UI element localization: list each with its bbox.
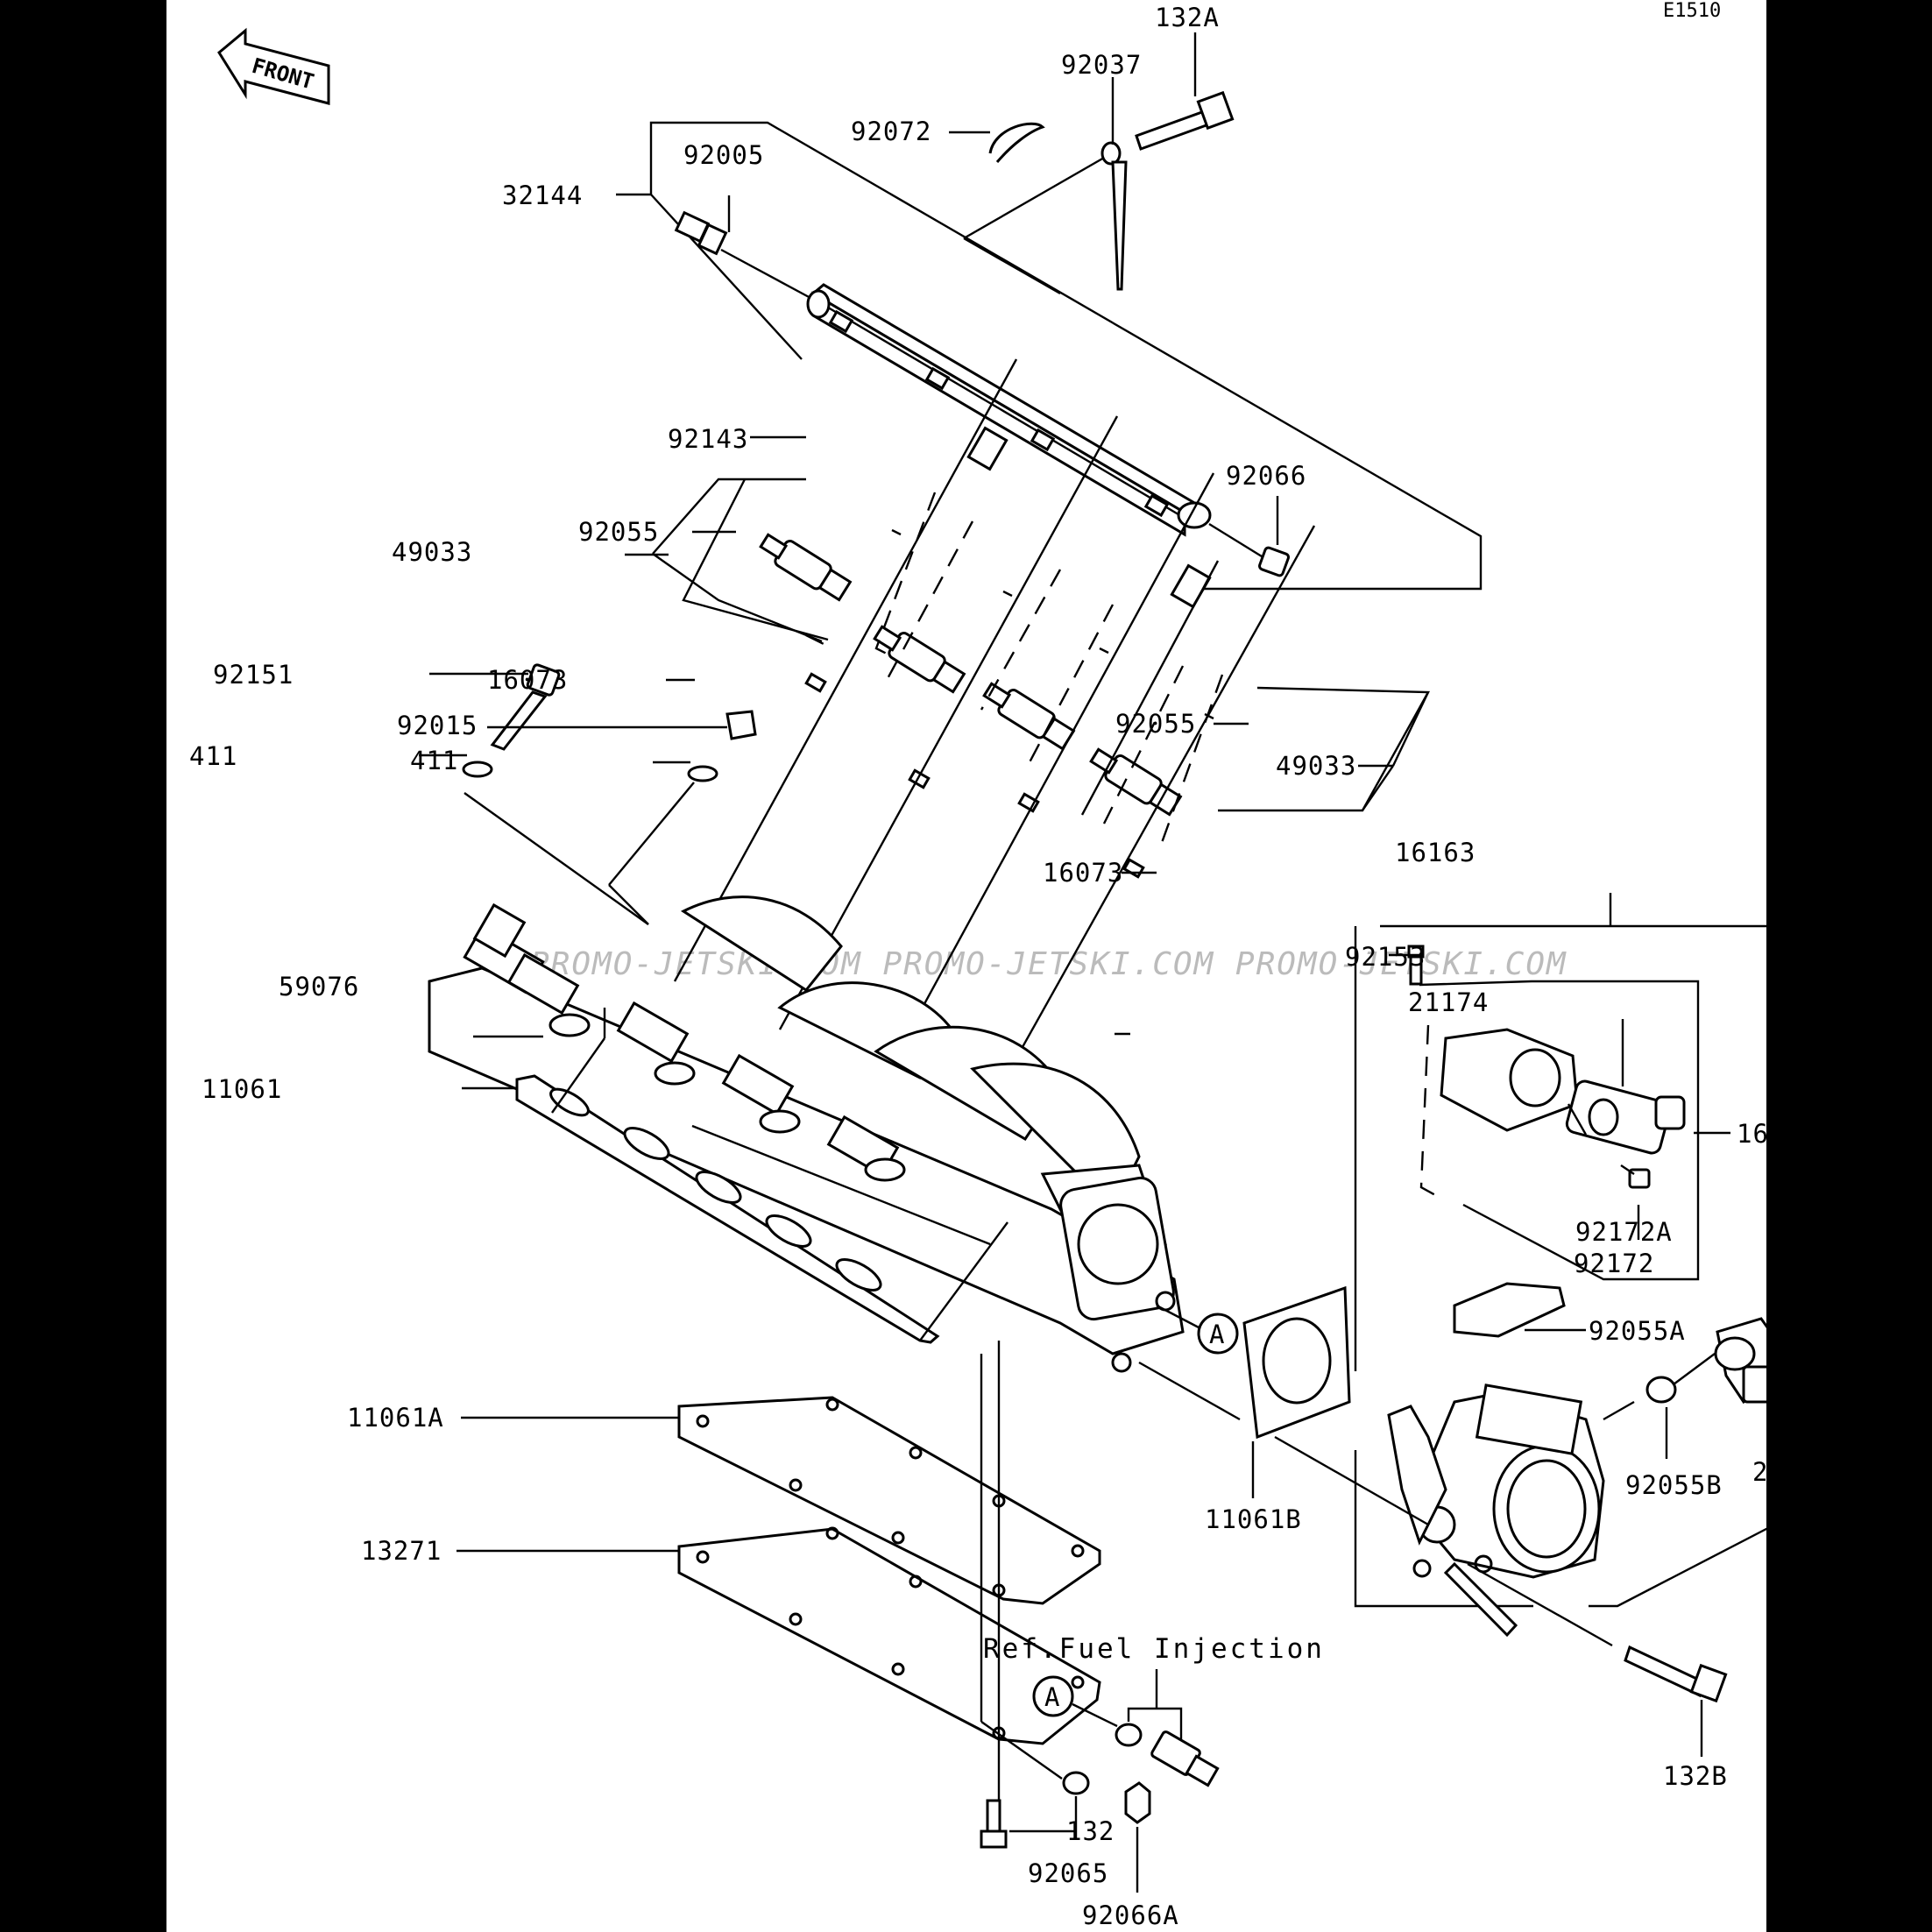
washer-92065 bbox=[1062, 1771, 1090, 1795]
part-label: 132B bbox=[1663, 1761, 1728, 1791]
part-label: 92055A bbox=[1589, 1316, 1686, 1346]
idle-control-valve-16172 bbox=[1440, 1028, 1686, 1155]
part-label: 21176 bbox=[1752, 1457, 1766, 1487]
cable-tie-92037 bbox=[1100, 141, 1128, 291]
sub-bracket-21174 bbox=[1419, 980, 1700, 1281]
plug-92066A bbox=[1124, 1781, 1151, 1824]
part-label: 13271 bbox=[361, 1536, 442, 1566]
part-label: 92055B bbox=[1625, 1470, 1723, 1500]
injector-bracket-right bbox=[1218, 686, 1431, 812]
part-label: 411 bbox=[189, 741, 237, 771]
part-label: 92065 bbox=[1028, 1858, 1108, 1888]
ref-marker-a-upper: A bbox=[1197, 1313, 1239, 1355]
manifold-gasket-11061 bbox=[515, 1074, 940, 1344]
clip-92072 bbox=[988, 122, 1045, 163]
part-label: 411 bbox=[410, 746, 458, 775]
part-label: 92151 bbox=[213, 660, 294, 690]
plate-cover-13271 bbox=[677, 1526, 1101, 1745]
injector-bracket-left bbox=[682, 478, 829, 641]
gasket-92055A bbox=[1453, 1282, 1566, 1338]
diagram-code: E1510 bbox=[1663, 0, 1721, 22]
part-label: 59076 bbox=[279, 972, 359, 1001]
part-label: 92143 bbox=[668, 424, 748, 454]
intake-manifold-59076 bbox=[428, 895, 1185, 1373]
part-label: 49033 bbox=[1276, 751, 1356, 781]
svg-text:A: A bbox=[1044, 1682, 1060, 1712]
part-label: 21174 bbox=[1408, 987, 1489, 1017]
svg-text:A: A bbox=[1209, 1320, 1225, 1349]
rail-cap-92066 bbox=[1258, 546, 1290, 577]
washer-411-left bbox=[462, 761, 493, 778]
part-label: 92005 bbox=[683, 140, 764, 170]
fuel-rail-assembly-bracket bbox=[616, 121, 1483, 591]
nut-92015 bbox=[725, 710, 757, 740]
parts-diagram-page: E1510 FRONT PROMO-JETSKI.COM PROMO-JETSK… bbox=[166, 0, 1766, 1932]
part-label: 92072 bbox=[851, 117, 931, 146]
watermark: PROMO-JETSKI.COM PROMO-JETSKI.COM PROMO-… bbox=[530, 946, 1568, 982]
temp-sensor-ref bbox=[1150, 1730, 1220, 1787]
part-label: 11061A bbox=[347, 1403, 444, 1433]
washer-411-right bbox=[687, 765, 718, 782]
part-label: 92066 bbox=[1226, 461, 1306, 491]
ref-marker-a-lower: A bbox=[1032, 1675, 1074, 1717]
part-label: 16073 bbox=[487, 665, 568, 695]
parts-diagram-svg: E1510 FRONT PROMO-JETSKI.COM PROMO-JETSK… bbox=[189, 0, 1766, 1930]
ref-fuel-injection-label: Ref.Fuel Injection bbox=[983, 1633, 1325, 1665]
part-label: 11061 bbox=[202, 1074, 282, 1104]
part-label: 49033 bbox=[392, 537, 472, 567]
throttle-body-16163 bbox=[1387, 1384, 1605, 1579]
part-label: 32144 bbox=[502, 180, 583, 210]
leader-lines bbox=[419, 32, 1730, 1833]
part-label: 92037 bbox=[1061, 50, 1142, 80]
throttle-sensor-21176 bbox=[1714, 1317, 1766, 1405]
part-label: 132 bbox=[1066, 1816, 1115, 1846]
part-label: 92172A bbox=[1575, 1217, 1673, 1247]
part-labels: 132A 92037 92072 92005 32144 92143 92066… bbox=[189, 3, 1766, 1930]
part-label: 16073 bbox=[1043, 858, 1123, 888]
front-arrow-icon: FRONT bbox=[217, 27, 330, 105]
pressure-fitting-92005 bbox=[674, 210, 811, 300]
part-label: 132A bbox=[1155, 3, 1220, 32]
part-label: 16172 bbox=[1737, 1119, 1766, 1149]
part-label: 92055 bbox=[1115, 709, 1196, 739]
fuel-injectors bbox=[759, 426, 1214, 879]
part-label: 92153 bbox=[1345, 942, 1426, 972]
throttle-body-bracket bbox=[1380, 924, 1766, 1608]
part-label: 92066A bbox=[1082, 1900, 1179, 1930]
part-label: 92015 bbox=[397, 711, 478, 740]
plate-gasket-11061A bbox=[677, 1396, 1101, 1605]
gasket-11061B bbox=[1242, 1285, 1351, 1440]
bolt-132 bbox=[980, 1799, 1008, 1849]
part-label: 92172 bbox=[1574, 1249, 1654, 1278]
bolt-132B bbox=[1443, 1561, 1728, 1703]
part-label: 11061B bbox=[1205, 1504, 1302, 1534]
part-label: 92055 bbox=[578, 517, 659, 547]
bolt-132A bbox=[1135, 90, 1235, 151]
o-ring-92055B bbox=[1645, 1376, 1677, 1404]
part-label: 16163 bbox=[1395, 838, 1476, 867]
washer-ref bbox=[1115, 1723, 1143, 1747]
screw-92172 bbox=[1620, 1164, 1651, 1189]
fuel-rail bbox=[806, 283, 1212, 537]
